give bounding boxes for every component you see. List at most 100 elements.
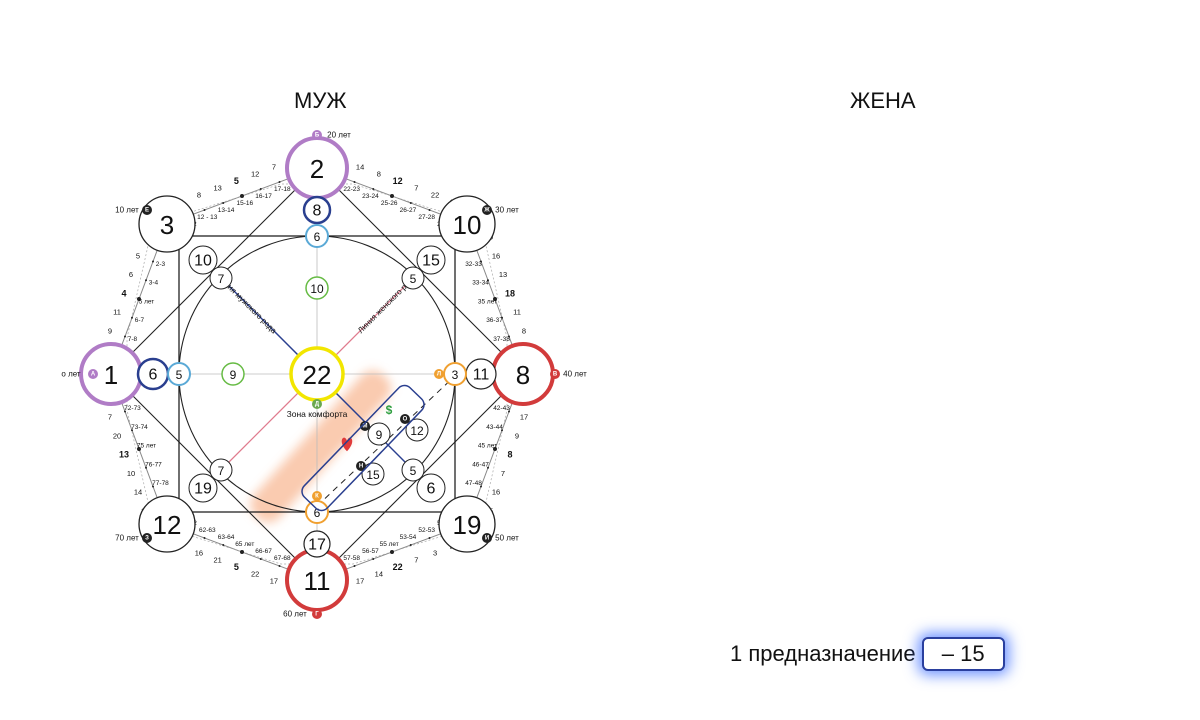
age-energy: 4 [122, 288, 127, 298]
node-ZH2-value: 15 [422, 253, 440, 270]
age-range: 47-48 [465, 480, 482, 487]
node-E3-circle [209, 266, 233, 290]
letter-E: Е [145, 208, 149, 214]
heart-icon [341, 437, 353, 452]
age-energy: 12 [251, 170, 259, 179]
age-range: 36-37 [486, 317, 503, 324]
age-dot [428, 209, 431, 211]
letter-D-dot [312, 399, 322, 409]
age-dot [493, 447, 497, 451]
age-dot [390, 194, 394, 198]
letter-O-dot [400, 414, 410, 424]
age-energy: 7 [272, 163, 276, 172]
age-range: 45 лет [478, 443, 497, 450]
letter-V: В [553, 372, 558, 378]
node-V2-value: 11 [473, 367, 490, 384]
age-0: о лет [61, 370, 81, 379]
age-range: 25-26 [381, 200, 398, 207]
age-energy: 3 [433, 548, 437, 557]
age-dot [222, 544, 225, 546]
node-A-value: 1 [104, 360, 118, 390]
letter-Z-dot [142, 533, 152, 543]
age-dot [372, 188, 375, 190]
node-B-value: 2 [310, 154, 324, 184]
node-N-value: 15 [366, 468, 380, 482]
age-dot [137, 447, 141, 451]
node-D-value: 22 [303, 360, 332, 390]
age-range: 77-78 [152, 480, 169, 487]
age-dot [501, 316, 503, 319]
dollar-icon: $ [386, 403, 393, 417]
age-range: 35 лет [478, 298, 497, 305]
age-range: 57-58 [343, 555, 360, 562]
age-range: 62-63 [199, 527, 216, 534]
age-dot [480, 260, 482, 263]
node-A3-circle [167, 362, 191, 386]
letter-ZH-dot [482, 205, 492, 215]
age-dot [493, 297, 497, 301]
purpose-dash: – [941, 641, 954, 666]
age-range: 22-23 [343, 186, 360, 193]
node-E2-circle [188, 245, 218, 275]
node-B2-circle [302, 195, 332, 225]
age-dot [240, 550, 244, 554]
age-energy: 17 [270, 576, 278, 585]
age-60: 60 лет [283, 610, 307, 619]
age-range: 13-14 [218, 207, 235, 214]
age-energy: 11 [113, 308, 121, 317]
node-B4-circle [305, 276, 329, 300]
age-range: 73-74 [131, 424, 148, 431]
age-dot [480, 485, 482, 488]
node-ZH2-circle [416, 245, 446, 275]
age-70: 70 лет [115, 534, 139, 543]
node-B3-value: 6 [314, 230, 321, 244]
age-range: 75 лет [137, 443, 156, 450]
age-range: 37-38 [493, 336, 510, 343]
letter-B-dot [312, 130, 322, 140]
age-dot [145, 466, 147, 469]
age-30: 30 лет [495, 206, 519, 215]
age-energy: 11 [513, 308, 521, 317]
age-range: 23-24 [362, 193, 379, 200]
age-range: 32-33 [465, 261, 482, 268]
node-B2-value: 8 [313, 203, 322, 220]
age-dot [487, 466, 489, 469]
letter-L: Л [437, 372, 441, 378]
age-dot [145, 279, 147, 282]
age-energy: 16 [492, 488, 500, 497]
letter-L-dot [434, 369, 444, 379]
letter-A-dot [88, 369, 98, 379]
letter-N-dot [356, 461, 366, 471]
purpose-value-box: – 15 [921, 637, 1005, 671]
age-range: 56-57 [362, 548, 379, 555]
letter-G: Г [315, 612, 319, 618]
age-energy: 9 [108, 326, 112, 335]
age-range: 46-47 [472, 461, 489, 468]
node-A4-value: 9 [230, 368, 237, 382]
node-Z3-value: 7 [218, 464, 225, 478]
age-energy: 5 [234, 562, 239, 572]
node-I3-value: 5 [410, 464, 417, 478]
node-V3-value: 3 [452, 368, 459, 382]
letter-O: О [403, 417, 408, 423]
age-energy: 7 [501, 469, 505, 478]
age-dot [353, 181, 356, 183]
age-energy: 8 [377, 170, 381, 179]
node-Z3-circle [209, 458, 233, 482]
node-Z-circle [138, 495, 196, 553]
age-energy: 22 [251, 569, 259, 578]
letter-Z: З [145, 536, 149, 542]
node-E-circle [138, 195, 196, 253]
age-dot [487, 279, 489, 282]
age-dot [203, 537, 206, 539]
age-range: 6-7 [135, 317, 145, 324]
purpose-line: 1 предназначение – 15 [730, 637, 1005, 671]
age-range: 76-77 [145, 461, 162, 468]
age-dot [409, 202, 412, 204]
age-energy: 13 [119, 450, 129, 460]
age-energy: 22 [393, 562, 403, 572]
age-range: 63-64 [218, 534, 235, 541]
node-V-value: 8 [516, 360, 530, 390]
node-I2-circle [416, 473, 446, 503]
